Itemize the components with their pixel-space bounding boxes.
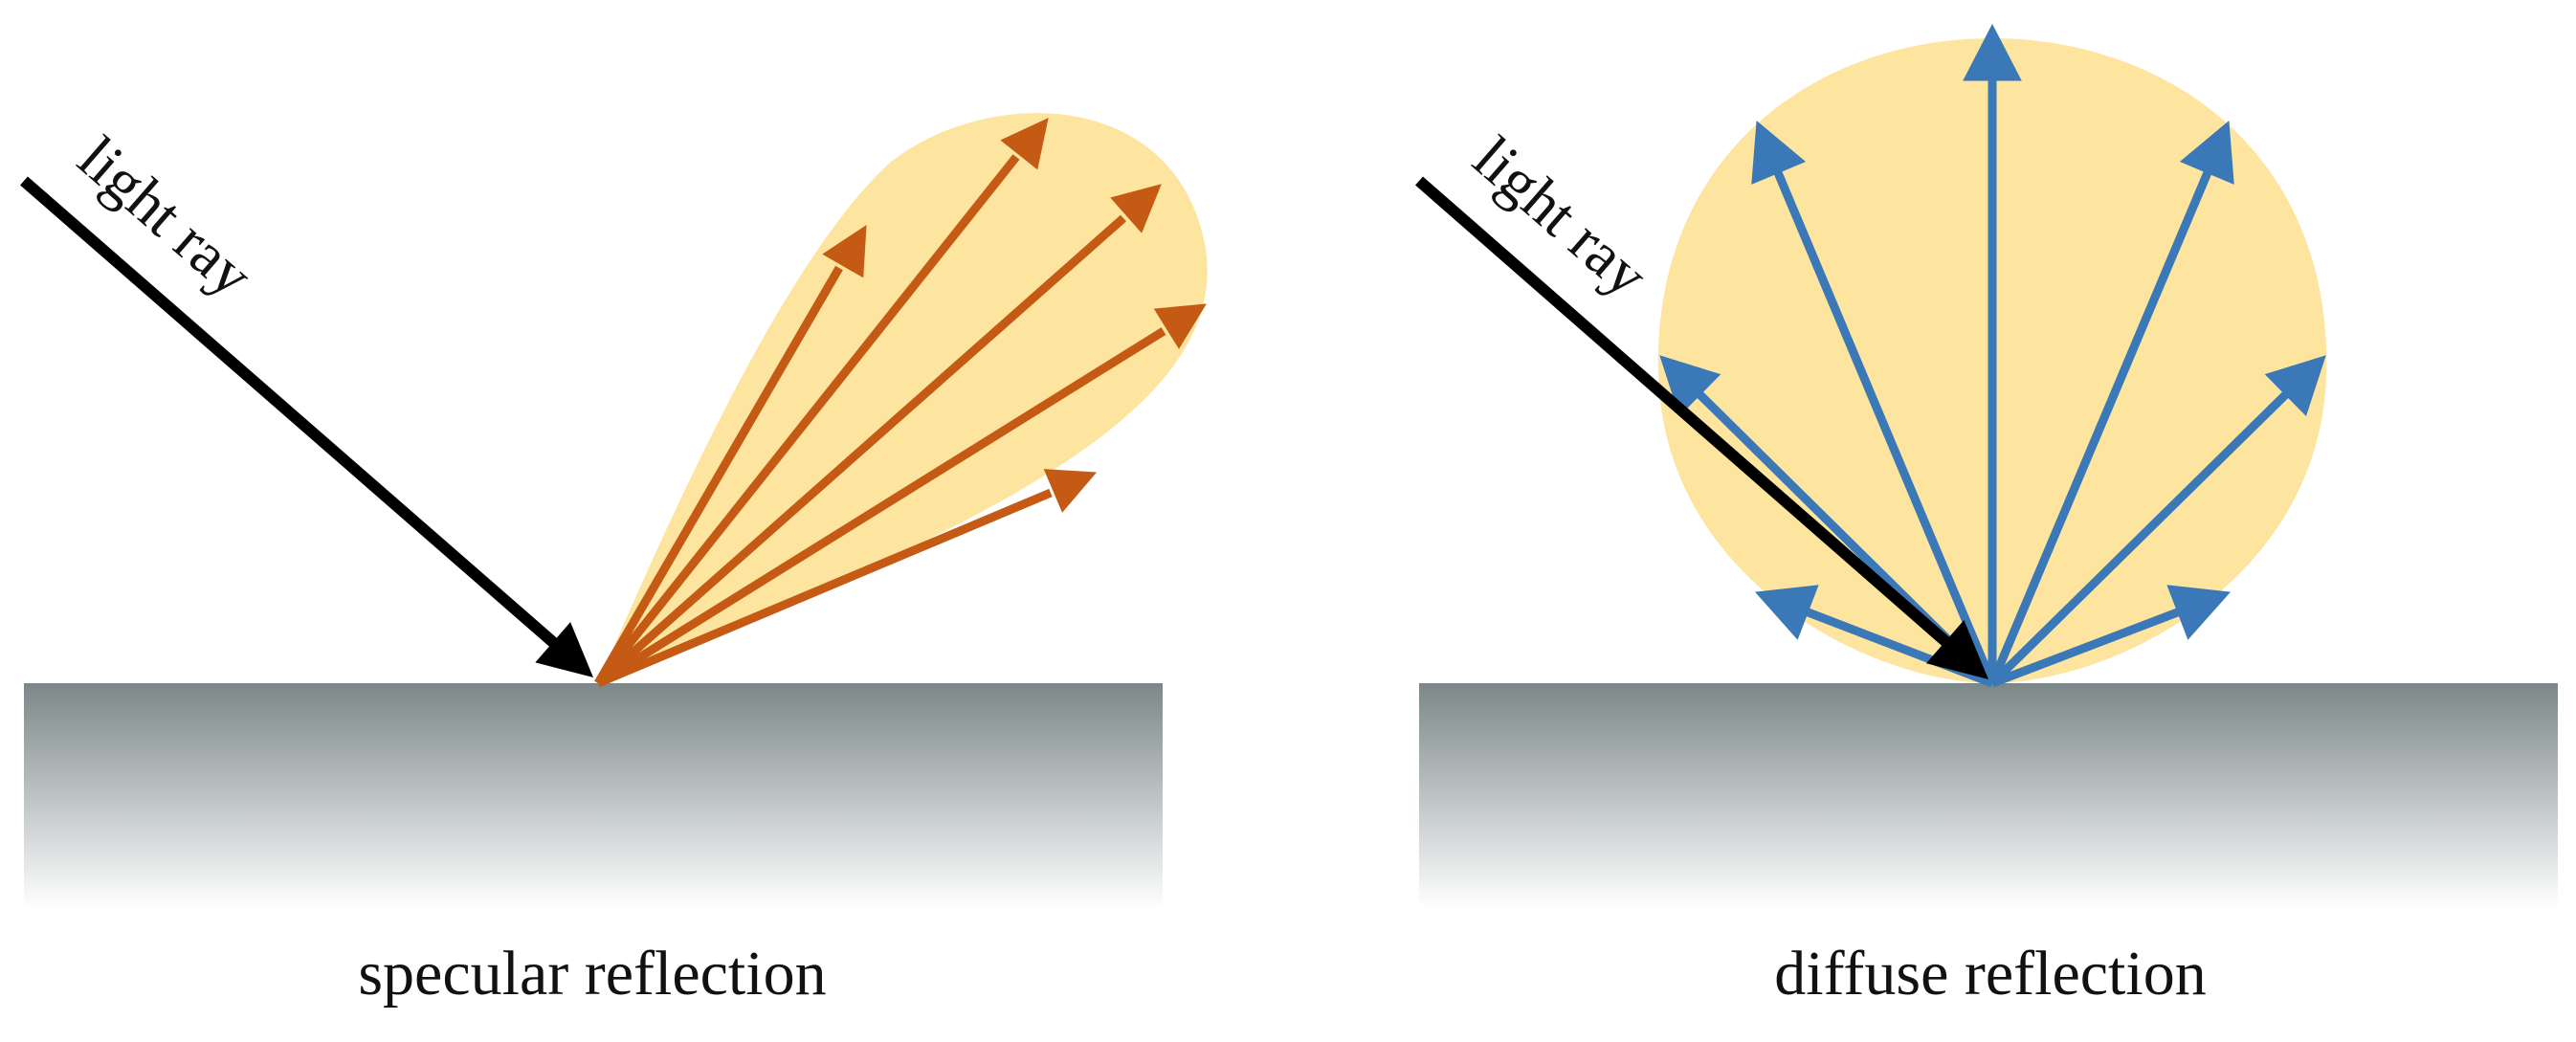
specular-ray-label: light ray [66, 123, 266, 310]
diffuse-arrowhead [1754, 585, 1819, 640]
diffuse-arrowhead [2179, 120, 2234, 185]
specular-arrowhead [1043, 469, 1098, 513]
specular-arrowhead [1110, 184, 1162, 233]
diffuse-incident-ray [1415, 176, 1988, 679]
diffuse-reflected-ray [1772, 168, 1997, 685]
specular-surface [24, 683, 1163, 909]
specular-arrowhead [1000, 118, 1049, 170]
diffuse-reflected-rays [1659, 23, 2326, 688]
specular-reflected-ray [595, 327, 1166, 687]
specular-panel: light ray [20, 113, 1208, 909]
diffuse-arrowhead [1963, 23, 2022, 81]
diffuse-caption: diffuse reflection [1774, 939, 2207, 1009]
specular-reflected-ray [596, 488, 1053, 688]
diffuse-panel: light ray [1415, 23, 2558, 909]
specular-lobe [598, 113, 1208, 683]
diffuse-arrowhead [2166, 585, 2232, 640]
diffuse-reflected-ray [1988, 389, 2291, 687]
diffuse-arrowhead [2264, 355, 2326, 417]
diffuse-ray-label: light ray [1461, 123, 1661, 310]
diffuse-arrowhead [1751, 120, 1807, 185]
specular-reflected-ray [594, 265, 843, 686]
specular-reflected-rays [594, 118, 1207, 688]
specular-reflected-ray [595, 214, 1126, 687]
specular-caption: specular reflection [358, 939, 827, 1009]
diffuse-surface [1419, 683, 2558, 909]
diffuse-reflected-ray [1988, 168, 2213, 685]
diffuse-reflected-ray [1990, 607, 2182, 688]
specular-incident-ray [20, 176, 593, 677]
specular-arrowhead [822, 225, 867, 278]
specular-reflected-ray [594, 154, 1020, 686]
specular-arrowhead [1153, 303, 1207, 349]
